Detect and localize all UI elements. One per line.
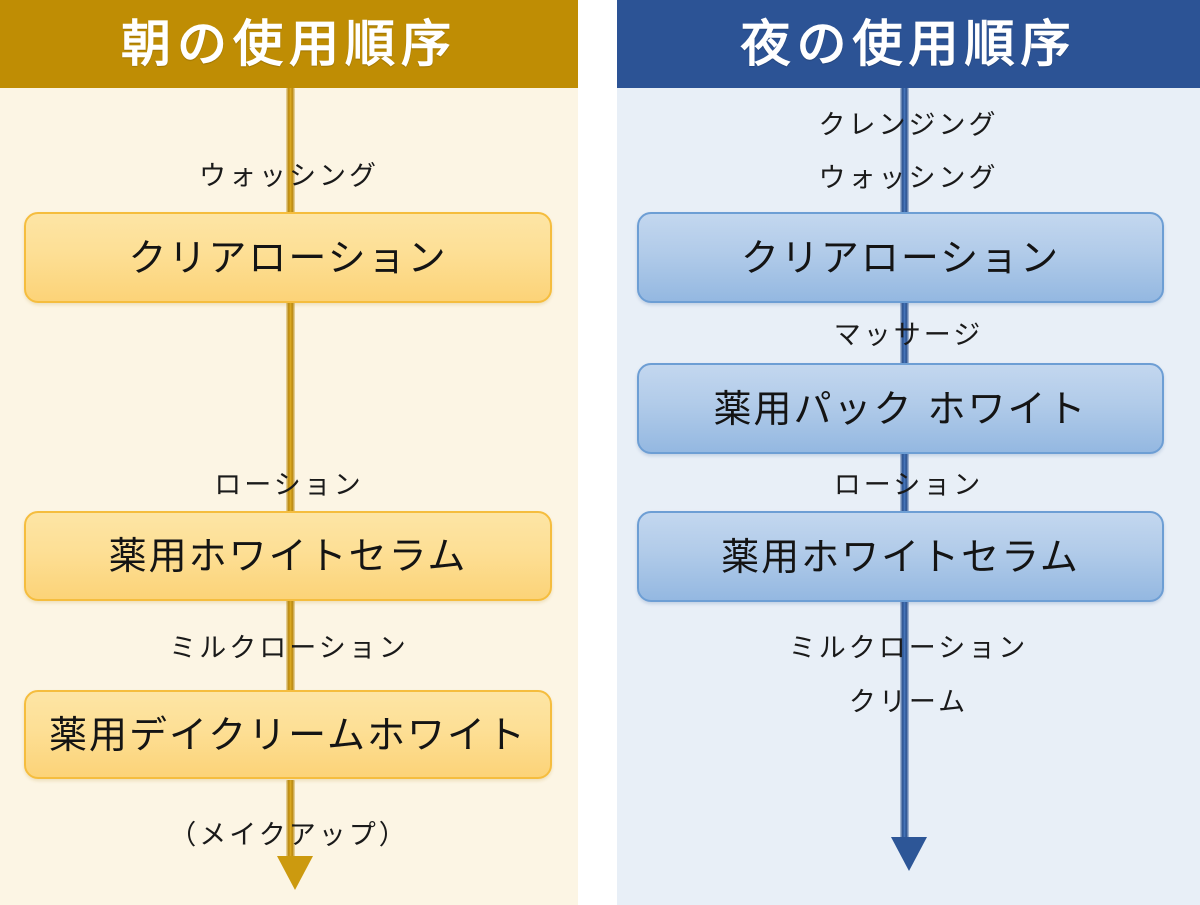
morning-caption-lotion: ローション	[214, 470, 364, 501]
night-connector-line-2	[900, 301, 909, 365]
night-panel-header: 夜の使用順序	[617, 0, 1200, 88]
morning-connector-line-4	[286, 780, 295, 859]
morning-caption-makeup: （メイクアップ）	[169, 820, 409, 851]
night-caption-massage: マッサージ	[833, 320, 984, 351]
morning-flow-arrowhead	[277, 856, 313, 890]
morning-connector-line-2	[286, 300, 295, 514]
morning-step-box-1[interactable]: クリアローション	[24, 212, 552, 303]
morning-step-box-3[interactable]: 薬用デイクリームホワイト	[24, 690, 552, 779]
night-caption-cleansing: クレンジング	[818, 110, 999, 141]
morning-step-label-1: クリアローション	[128, 235, 448, 280]
night-step-box-3[interactable]: 薬用ホワイトセラム	[637, 511, 1164, 602]
morning-routine-panel: 朝の使用順序 ウォッシング ローション ミルクローション （メイクアップ） クリ…	[0, 0, 578, 905]
night-routine-panel: 夜の使用順序 クレンジング ウォッシング マッサージ ローション ミルクローショ…	[617, 0, 1200, 905]
night-panel-title: 夜の使用順序	[740, 15, 1077, 73]
morning-caption-milk-lotion: ミルクローション	[169, 633, 409, 664]
morning-step-label-3: 薬用デイクリームホワイト	[48, 712, 528, 757]
night-connector-line-4	[900, 600, 909, 840]
night-step-label-1: クリアローション	[740, 235, 1061, 280]
night-step-label-2: 薬用パック ホワイト	[713, 386, 1088, 431]
night-step-box-1[interactable]: クリアローション	[637, 212, 1164, 303]
morning-panel-header: 朝の使用順序	[0, 0, 578, 88]
night-caption-washing: ウォッシング	[818, 163, 999, 194]
night-flow-arrowhead	[891, 837, 927, 871]
night-caption-lotion: ローション	[833, 470, 984, 501]
morning-step-label-2: 薬用ホワイトセラム	[108, 534, 468, 578]
night-connector-line-1	[900, 88, 909, 214]
night-connector-line-3	[900, 452, 909, 514]
morning-step-box-2[interactable]: 薬用ホワイトセラム	[24, 511, 552, 601]
night-caption-cream: クリーム	[848, 687, 969, 718]
morning-connector-line-3	[286, 598, 295, 692]
morning-caption-washing: ウォッシング	[199, 161, 379, 192]
night-step-box-2[interactable]: 薬用パック ホワイト	[637, 363, 1164, 454]
morning-connector-line-1	[286, 88, 295, 214]
morning-panel-title: 朝の使用順序	[121, 15, 457, 73]
night-step-label-3: 薬用ホワイトセラム	[721, 534, 1080, 579]
night-caption-milk-lotion: ミルクローション	[788, 633, 1029, 664]
